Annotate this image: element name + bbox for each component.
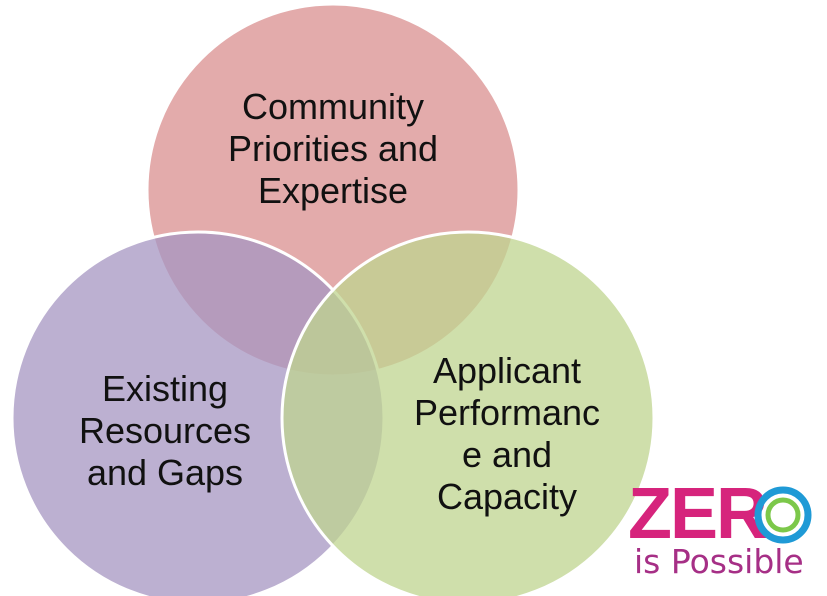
applicant-label-line: Applicant: [432, 350, 582, 391]
resources-label-line: Existing: [101, 368, 229, 409]
applicant-label-line: Capacity: [436, 476, 578, 517]
logo-tagline: is Possible: [634, 542, 804, 581]
applicant-label: Applicant Performanc e and Capacity: [382, 350, 632, 518]
applicant-label-line: e and: [461, 434, 553, 475]
zero-is-possible-logo: ZER is Possible: [628, 478, 818, 588]
logo-ring-icon: [754, 486, 812, 544]
resources-label: Existing Resources and Gaps: [45, 368, 285, 494]
community-label-line: Community: [241, 86, 425, 127]
applicant-circle: [280, 230, 656, 596]
logo-ring-outer: [754, 486, 812, 544]
applicant-label-line: Performanc: [413, 392, 601, 433]
community-label: Community Priorities and Expertise: [193, 86, 473, 212]
logo-ring-inner: [765, 497, 801, 533]
community-label-line: Priorities and: [227, 128, 439, 169]
community-label-line: Expertise: [257, 170, 409, 211]
resources-label-line: Resources: [78, 410, 252, 451]
resources-label-line: and Gaps: [86, 452, 244, 493]
logo-word: ZER: [628, 474, 768, 554]
